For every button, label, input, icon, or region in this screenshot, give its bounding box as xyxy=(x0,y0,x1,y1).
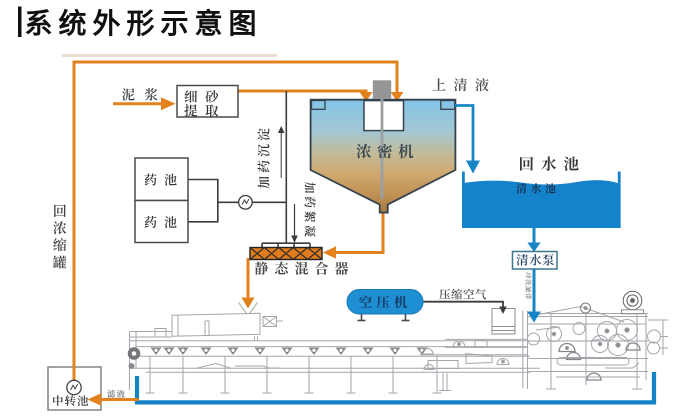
svg-text:压缩空气: 压缩空气 xyxy=(439,287,487,303)
svg-text:药池: 药池 xyxy=(144,170,184,189)
svg-text:滤液: 滤液 xyxy=(107,388,126,400)
svg-text:清水泵: 清水泵 xyxy=(516,251,555,269)
svg-text:提取: 提取 xyxy=(184,100,226,120)
svg-text:细砂: 细砂 xyxy=(184,86,226,106)
svg-text:缩: 缩 xyxy=(53,235,67,255)
svg-text:药池: 药池 xyxy=(144,212,184,231)
svg-text:加药沉淀: 加药沉淀 xyxy=(254,125,273,189)
svg-text:浓: 浓 xyxy=(53,218,67,238)
svg-text:冲洗滤带: 冲洗滤带 xyxy=(524,272,533,300)
svg-text:浓密机: 浓密机 xyxy=(356,140,419,162)
svg-text:静态混合器: 静态混合器 xyxy=(255,259,355,279)
svg-text:泥浆: 泥浆 xyxy=(122,84,168,104)
svg-text:回水池: 回水池 xyxy=(519,153,587,175)
svg-text:中转池: 中转池 xyxy=(52,393,90,409)
svg-text:清水池: 清水池 xyxy=(516,181,560,197)
svg-text:罐: 罐 xyxy=(53,253,67,273)
svg-text:回: 回 xyxy=(53,201,67,221)
svg-text:上清液: 上清液 xyxy=(432,75,497,95)
svg-text:系统外形示意图: 系统外形示意图 xyxy=(25,2,263,42)
svg-text:空压机: 空压机 xyxy=(359,291,412,311)
svg-text:加药絮凝: 加药絮凝 xyxy=(302,181,319,239)
